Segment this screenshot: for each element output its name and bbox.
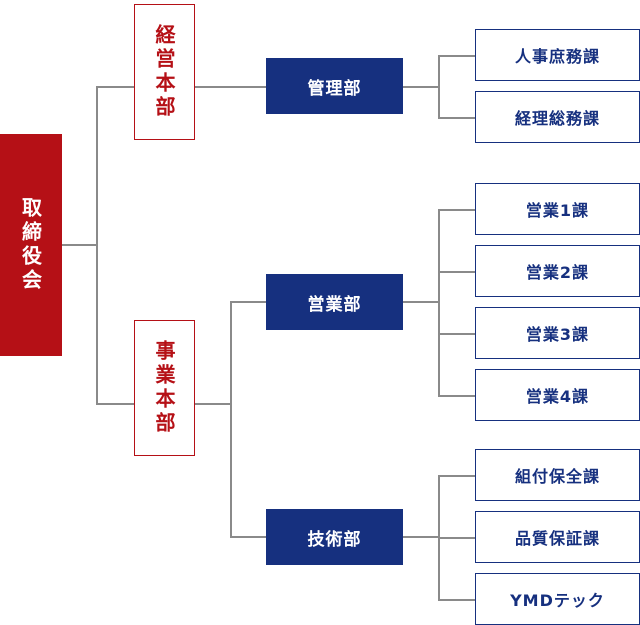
connector-line bbox=[438, 55, 475, 57]
connector-line bbox=[438, 209, 440, 396]
section-sales-1: 営業1課 bbox=[475, 183, 640, 235]
section-hr-general: 人事庶務課 bbox=[475, 29, 640, 81]
connector-line bbox=[96, 403, 134, 405]
connector-line bbox=[438, 333, 475, 335]
connector-line bbox=[438, 209, 475, 211]
section-sales-3: 営業3課 bbox=[475, 307, 640, 359]
connector-line bbox=[62, 244, 97, 246]
connector-line bbox=[195, 403, 231, 405]
connector-line bbox=[96, 86, 98, 404]
connector-line bbox=[403, 301, 439, 303]
connector-line bbox=[96, 86, 134, 88]
section-sales-2: 営業2課 bbox=[475, 245, 640, 297]
section-assembly-maintenance: 組付保全課 bbox=[475, 449, 640, 501]
connector-line bbox=[403, 86, 439, 88]
connector-line bbox=[438, 537, 475, 539]
board-of-directors: 取締役会 bbox=[0, 134, 62, 356]
dept-sales: 営業部 bbox=[266, 274, 403, 330]
connector-line bbox=[438, 475, 475, 477]
connector-line bbox=[230, 301, 266, 303]
connector-line bbox=[438, 395, 475, 397]
connector-line bbox=[438, 117, 475, 119]
section-quality-assurance: 品質保証課 bbox=[475, 511, 640, 563]
connector-line bbox=[403, 536, 439, 538]
connector-line bbox=[438, 599, 475, 601]
connector-line bbox=[438, 271, 475, 273]
section-sales-4: 営業4課 bbox=[475, 369, 640, 421]
connector-line bbox=[438, 55, 440, 118]
section-accounting: 経理総務課 bbox=[475, 91, 640, 143]
connector-line bbox=[230, 301, 232, 537]
section-ymd-tech: YMDテック bbox=[475, 573, 640, 625]
business-hq-box: 事業本部 bbox=[134, 320, 195, 456]
dept-admin: 管理部 bbox=[266, 58, 403, 114]
connector-line bbox=[195, 86, 266, 88]
connector-line bbox=[230, 536, 266, 538]
management-hq-box: 経営本部 bbox=[134, 4, 195, 140]
dept-engineering: 技術部 bbox=[266, 509, 403, 565]
